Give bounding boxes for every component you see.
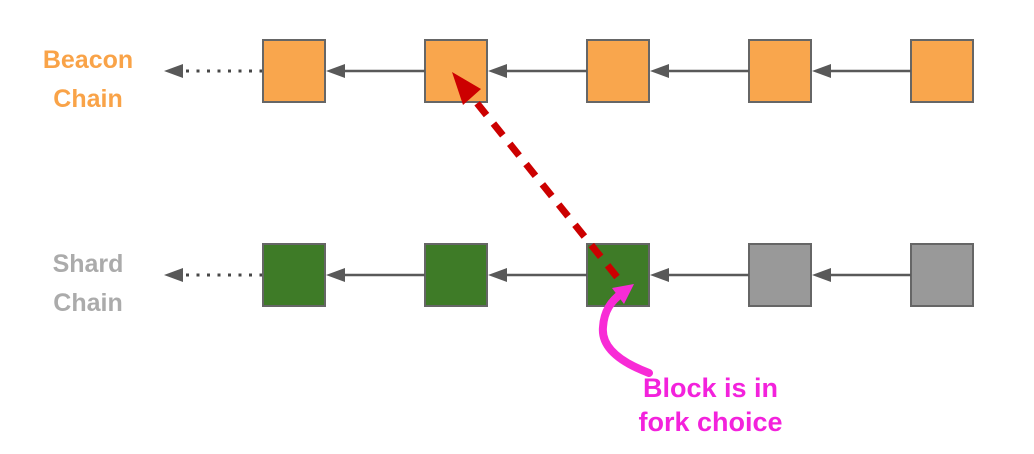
fork-choice-annotation: Block is in fork choice [593,371,828,439]
shard-dotted-arrowhead-icon [164,268,183,282]
crosslink-dashed-arrow [452,72,620,280]
left-arrowhead-icon [488,268,507,282]
left-arrowhead-icon [326,64,345,78]
red-arrowhead-icon [452,72,481,105]
shard-block-4 [748,243,812,307]
shard-chain-row [164,243,974,307]
shard-link-arrow-1 [326,268,425,282]
beacon-block-1 [262,39,326,103]
beacon-chain-label-line1: Beacon [42,46,134,74]
shard-chain-label: Shard Chain [17,245,159,323]
shard-chain-label-line1: Shard [52,250,124,278]
shard-link-arrow-4 [812,268,911,282]
beacon-link-arrow-1 [326,64,425,78]
fork-choice-callout-arrow [598,284,653,377]
shard-block-5 [910,243,974,307]
left-arrowhead-icon [650,64,669,78]
beacon-block-4 [748,39,812,103]
beacon-block-2 [424,39,488,103]
beacon-dotted-arrowhead-icon [164,64,183,78]
beacon-link-arrow-4 [812,64,911,78]
left-arrowhead-icon [650,268,669,282]
beacon-block-3 [586,39,650,103]
fork-choice-annotation-line1: Block is in [642,373,779,403]
shard-block-1 [262,243,326,307]
shard-chain-label-line2: Chain [53,289,123,317]
left-arrowhead-icon [488,64,507,78]
shard-link-arrow-2 [488,268,587,282]
beacon-block-5 [910,39,974,103]
left-arrowhead-icon [812,64,831,78]
shard-link-arrow-3 [650,268,749,282]
magenta-arrowhead-icon [612,284,634,304]
beacon-chain-label-line2: Chain [53,85,123,113]
beacon-link-arrow-3 [650,64,749,78]
beacon-chain-label: Beacon Chain [17,41,159,119]
beacon-link-arrow-2 [488,64,587,78]
shard-block-2 [424,243,488,307]
left-arrowhead-icon [326,268,345,282]
beacon-chain-row [164,39,974,103]
left-arrowhead-icon [812,268,831,282]
fork-choice-annotation-line2: fork choice [638,407,783,437]
